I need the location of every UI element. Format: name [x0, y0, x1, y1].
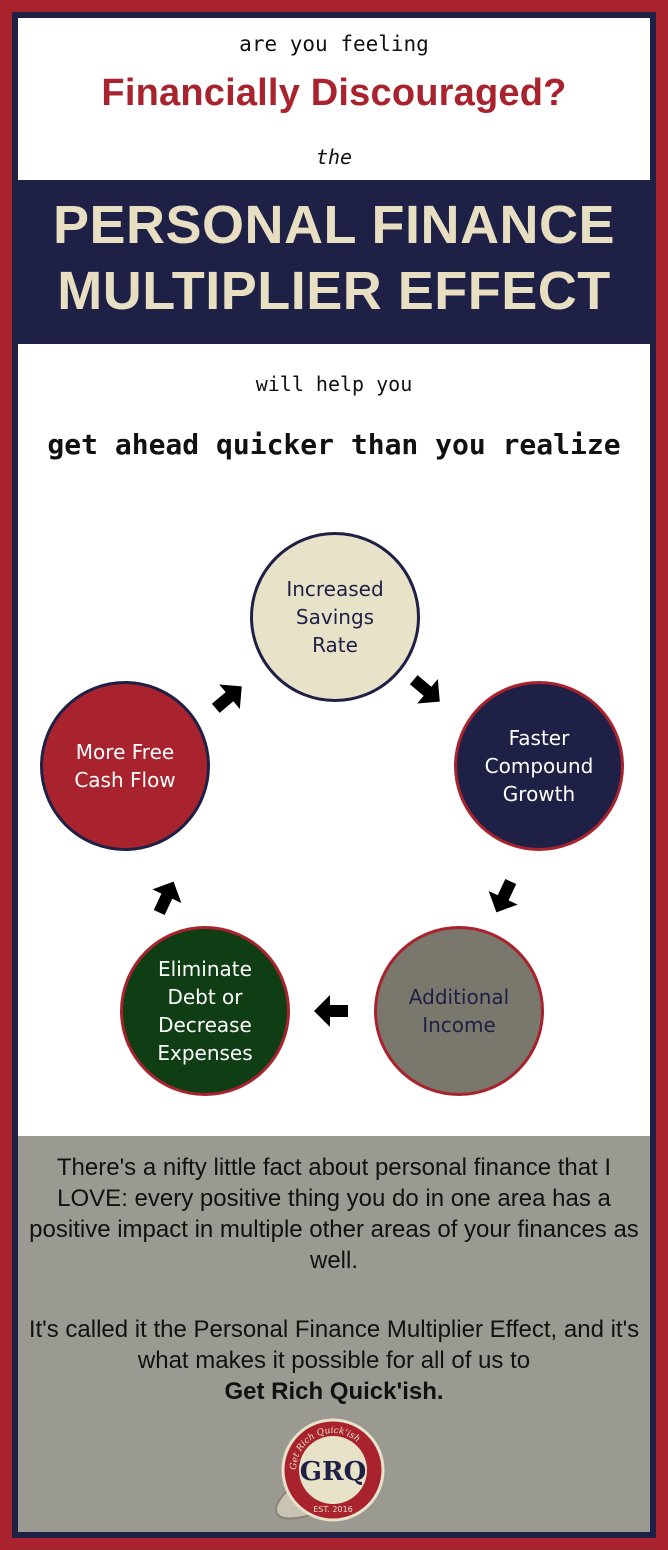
node-more-free-cash-flow: More Free Cash Flow [40, 681, 210, 851]
node-label: More Free Cash Flow [74, 740, 176, 792]
connector-text: the [315, 145, 353, 169]
logo-established: EST. 2016 [313, 1505, 353, 1514]
node-eliminate-debt: Eliminate Debt or Decrease Expenses [120, 926, 290, 1096]
cycle-diagram: Increased Savings Rate Faster Compound G… [18, 518, 650, 1128]
node-additional-income: Additional Income [374, 926, 544, 1096]
infographic: are you feeling Financially Discouraged?… [12, 12, 656, 1538]
logo-monogram: GRQ [300, 1457, 366, 1487]
body-paragraph-2-text: It's called it the Personal Finance Mult… [28, 1316, 640, 1374]
body-paragraph-1: There's a nifty little fact about person… [29, 1154, 639, 1274]
help-text: will help you [255, 372, 413, 396]
block-arrow-icon [488, 878, 518, 913]
intro-section: are you feeling Financially Discouraged?… [18, 18, 650, 180]
node-label: Eliminate Debt or Decrease Expenses [157, 957, 253, 1065]
grq-logo: Get Rich Quick'ish GRQ EST. 2016 [274, 1418, 385, 1522]
block-arrow-icon [409, 675, 440, 704]
node-label: Additional Income [408, 985, 510, 1037]
title-line-2: MULTIPLIER EFFECT [57, 261, 611, 321]
node-faster-compound-growth: Faster Compound Growth [454, 681, 624, 851]
intro-question: are you feeling [239, 32, 429, 56]
title-line-1: PERSONAL FINANCE [52, 195, 616, 255]
node-label: Faster Compound Growth [484, 726, 594, 806]
tagline: Get Rich Quick'ish. [224, 1378, 444, 1405]
title-banner: PERSONAL FINANCE MULTIPLIER EFFECT [18, 180, 650, 344]
block-arrow-icon [211, 684, 242, 713]
block-arrow-icon [152, 881, 182, 916]
body-paragraph-2: It's called it the Personal Finance Mult… [28, 1314, 640, 1407]
block-arrow-icon [314, 995, 348, 1027]
bottom-panel: There's a nifty little fact about person… [18, 1136, 650, 1532]
node-label: Increased Savings Rate [286, 577, 384, 657]
headline: Financially Discouraged? [101, 72, 567, 114]
node-increased-savings-rate: Increased Savings Rate [250, 532, 420, 702]
ahead-text: get ahead quicker than you realize [47, 428, 621, 461]
